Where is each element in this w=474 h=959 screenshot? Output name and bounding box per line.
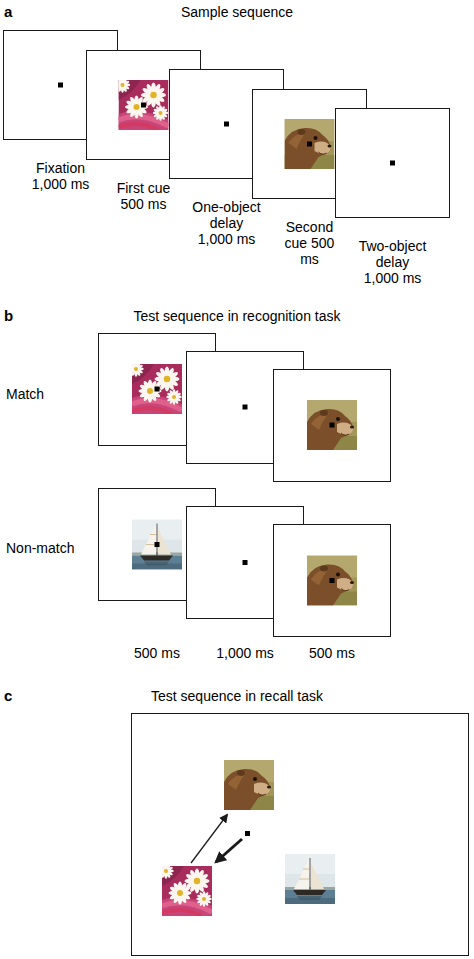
flower-image: [158, 863, 212, 916]
fixation-point: [307, 142, 312, 147]
saccade-arrow: [216, 839, 242, 862]
panel-title: Test sequence in recognition task: [0, 308, 474, 324]
frame-caption: One-object delay 1,000 ms: [191, 199, 262, 247]
display-frame: [132, 714, 469, 956]
fixation-point: [58, 83, 63, 88]
timing-caption: Second cue 500 ms: [274, 219, 345, 267]
stimulus-image: [285, 119, 335, 169]
timing-caption: Two-object delay 1,000 ms: [357, 238, 428, 286]
sailboat-image: [285, 854, 335, 904]
fixation-point: [243, 405, 248, 410]
frame-caption: 500 ms: [292, 645, 372, 661]
panel-title: Test sequence in recall task: [0, 688, 474, 704]
stimulus-image: [115, 77, 169, 130]
fixation-point: [155, 387, 160, 392]
stimulus-frame: 500 ms: [273, 524, 391, 637]
condition-label: Match: [6, 386, 44, 402]
panel-letter: b: [4, 308, 13, 324]
panel-letter: a: [4, 4, 12, 20]
fixation-point: [330, 578, 335, 583]
fixation-point: [330, 423, 335, 428]
panel-letter: c: [4, 688, 12, 704]
timing-caption: One-object delay 1,000 ms: [191, 199, 262, 247]
condition-label: Non-match: [6, 540, 74, 556]
frame-caption: Fixation 1,000 ms: [25, 160, 96, 192]
fixation-point: [390, 161, 395, 166]
frame-caption: 500 ms: [117, 645, 197, 661]
frame-content: [274, 525, 390, 636]
fixation-point: [141, 103, 146, 108]
marmot-image: [307, 400, 357, 450]
panel-title: Sample sequence: [0, 4, 474, 20]
fixation-point: [155, 542, 160, 547]
flower-image: [128, 361, 182, 414]
recall-display: [132, 714, 469, 956]
fixation-point: [243, 560, 248, 565]
marmot-image: [224, 760, 274, 810]
timing-caption: 1,000 ms: [205, 645, 285, 661]
frame-caption: First cue 500 ms: [108, 180, 179, 212]
saccade-arrow: [191, 815, 227, 863]
stimulus-frame: Two-object delay 1,000 ms: [335, 108, 450, 218]
timing-caption: First cue 500 ms: [108, 180, 179, 212]
timing-caption: 500 ms: [117, 645, 197, 661]
stimulus-image: [307, 556, 357, 606]
stimulus-frame: [274, 370, 391, 482]
fixation-point: [224, 122, 229, 127]
frame-content: [336, 109, 449, 217]
frame-caption: Two-object delay 1,000 ms: [357, 238, 428, 286]
frame-caption: 1,000 ms: [205, 645, 285, 661]
timing-caption: 500 ms: [292, 645, 372, 661]
frame-caption: Second cue 500 ms: [274, 219, 345, 267]
stimulus-image: [132, 520, 182, 570]
timing-caption: Fixation 1,000 ms: [25, 160, 96, 192]
match-row: [99, 334, 391, 482]
fixation-point: [245, 831, 250, 836]
